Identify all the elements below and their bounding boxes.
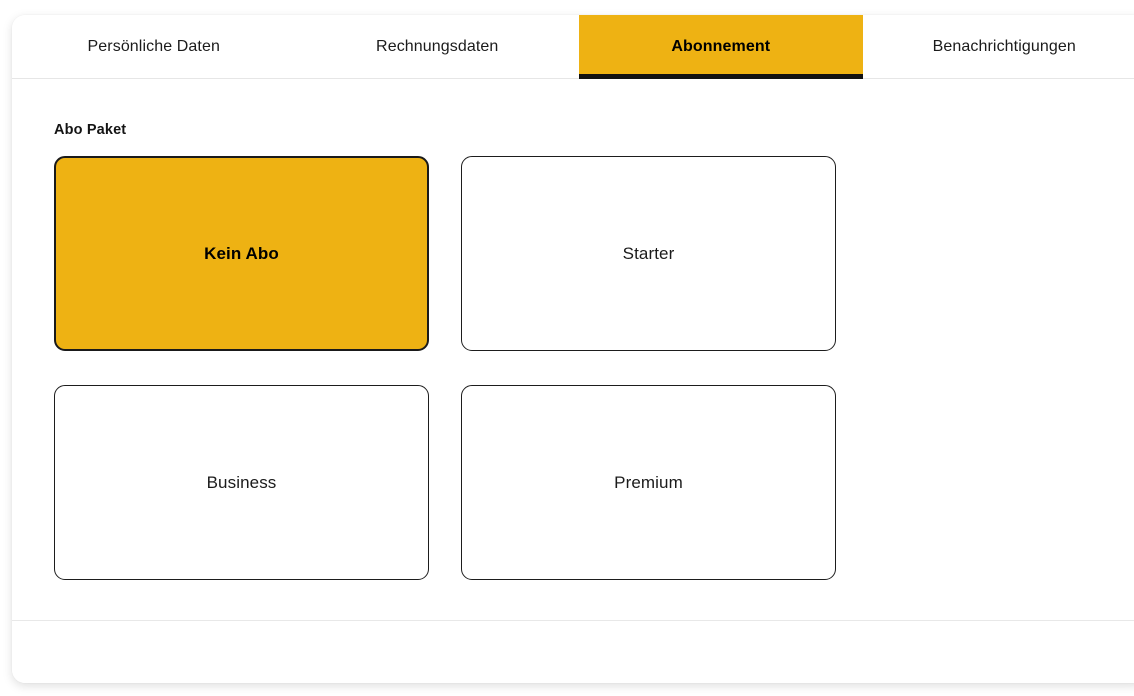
plan-card-premium[interactable]: Premium: [461, 385, 836, 580]
plan-card-starter[interactable]: Starter: [461, 156, 836, 351]
tab-benachrichtigungen[interactable]: Benachrichtigungen: [863, 15, 1134, 78]
tab-label: Abonnement: [671, 37, 771, 55]
section-title-abo-paket: Abo Paket: [54, 122, 127, 138]
tab-label: Benachrichtigungen: [932, 37, 1076, 55]
tab-abonnement[interactable]: Abonnement: [579, 15, 863, 79]
abonnement-panel-body: Abo Paket Kein Abo Starter Business Prem…: [12, 79, 1134, 620]
tab-label: Persönliche Daten: [87, 37, 220, 55]
plan-card-label: Kein Abo: [204, 243, 279, 263]
tab-persoenliche-daten[interactable]: Persönliche Daten: [12, 15, 296, 78]
tab-label: Rechnungsdaten: [376, 37, 499, 55]
plan-card-label: Starter: [622, 243, 675, 263]
tab-bar: Persönliche Daten Rechnungsdaten Abonnem…: [12, 15, 1134, 79]
plan-card-kein-abo[interactable]: Kein Abo: [54, 156, 429, 351]
plan-grid: Kein Abo Starter Business Premium: [54, 156, 836, 580]
panel-footer: [12, 620, 1134, 683]
plan-card-business[interactable]: Business: [54, 385, 429, 580]
plan-card-label: Business: [206, 472, 277, 492]
plan-card-label: Premium: [614, 472, 683, 492]
tab-rechnungsdaten[interactable]: Rechnungsdaten: [296, 15, 580, 78]
settings-panel: Persönliche Daten Rechnungsdaten Abonnem…: [12, 15, 1134, 683]
